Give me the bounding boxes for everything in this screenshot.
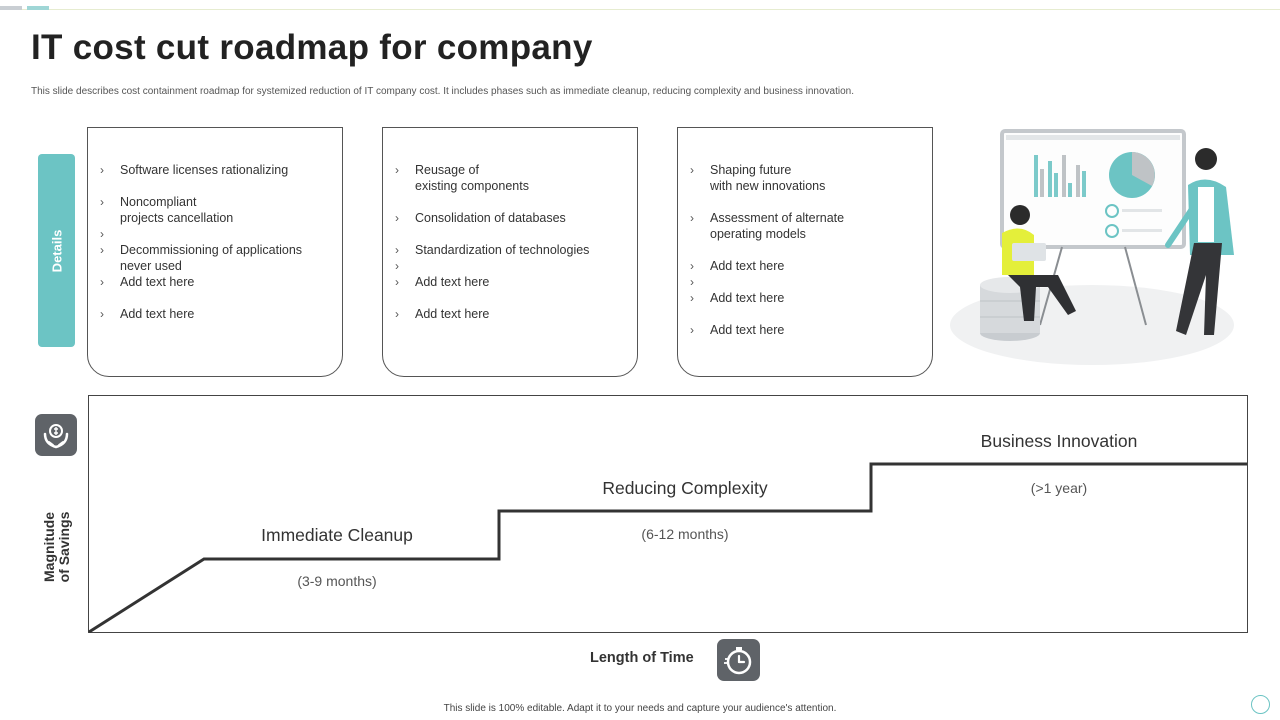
- list-item: [690, 274, 922, 290]
- details-card-1: Software licenses rationalizing Noncompl…: [87, 127, 343, 377]
- list-item: Add text here: [395, 274, 627, 306]
- list-item: Add text here: [100, 274, 332, 306]
- list-item: Consolidation of databases: [395, 210, 627, 242]
- roadmap-chart-frame: [88, 395, 1248, 633]
- phase-label-1: Immediate Cleanup: [261, 525, 413, 545]
- page-subtitle: This slide describes cost containment ro…: [31, 86, 855, 97]
- list-item: Reusage of existing components: [395, 162, 627, 210]
- list-item: Add text here: [690, 322, 922, 338]
- list-item: Shaping future with new innovations: [690, 162, 922, 210]
- list-item: Software licenses rationalizing: [100, 162, 332, 194]
- decor-tab-gray: [0, 6, 22, 10]
- list-item: Add text here: [100, 306, 332, 322]
- details-tab: Details: [38, 154, 75, 347]
- list-item: Decommissioning of applications never us…: [100, 242, 332, 274]
- hand-money-icon: [35, 414, 77, 456]
- footer-note: This slide is 100% editable. Adapt it to…: [443, 703, 837, 714]
- card-3-list: Shaping future with new innovations Asse…: [690, 162, 922, 338]
- list-item: [100, 226, 332, 242]
- phase-duration-1: (3-9 months): [297, 573, 377, 589]
- details-card-2: Reusage of existing components Consolida…: [382, 127, 638, 377]
- presentation-illustration: [950, 129, 1234, 365]
- details-card-3: Shaping future with new innovations Asse…: [677, 127, 933, 377]
- roadmap-step-line: [88, 462, 1247, 633]
- y-axis-label: Magnitude of Savings: [41, 511, 72, 583]
- phase-duration-2: (6-12 months): [641, 526, 729, 542]
- phase-label-2: Reducing Complexity: [602, 478, 768, 498]
- phase-duration-3: (>1 year): [1030, 480, 1088, 496]
- stopwatch-icon: [717, 639, 760, 681]
- page-title: IT cost cut roadmap for company: [31, 28, 593, 67]
- card-1-list: Software licenses rationalizing Noncompl…: [100, 162, 332, 322]
- card-2-list: Reusage of existing components Consolida…: [395, 162, 627, 322]
- list-item: Add text here: [690, 258, 922, 274]
- corner-circle-icon: [1251, 695, 1270, 714]
- list-item: Standardization of technologies: [395, 242, 627, 258]
- phase-label-3: Business Innovation: [980, 431, 1138, 451]
- decor-tab-teal: [27, 6, 49, 10]
- x-axis-label: Length of Time: [590, 650, 694, 666]
- list-item: Add text here: [690, 290, 922, 322]
- top-rule: [0, 9, 1280, 10]
- list-item: Noncompliant projects cancellation: [100, 194, 332, 226]
- details-tab-label: Details: [49, 229, 64, 272]
- list-item: [395, 258, 627, 274]
- list-item: Assessment of alternate operating models: [690, 210, 922, 258]
- list-item: Add text here: [395, 306, 627, 322]
